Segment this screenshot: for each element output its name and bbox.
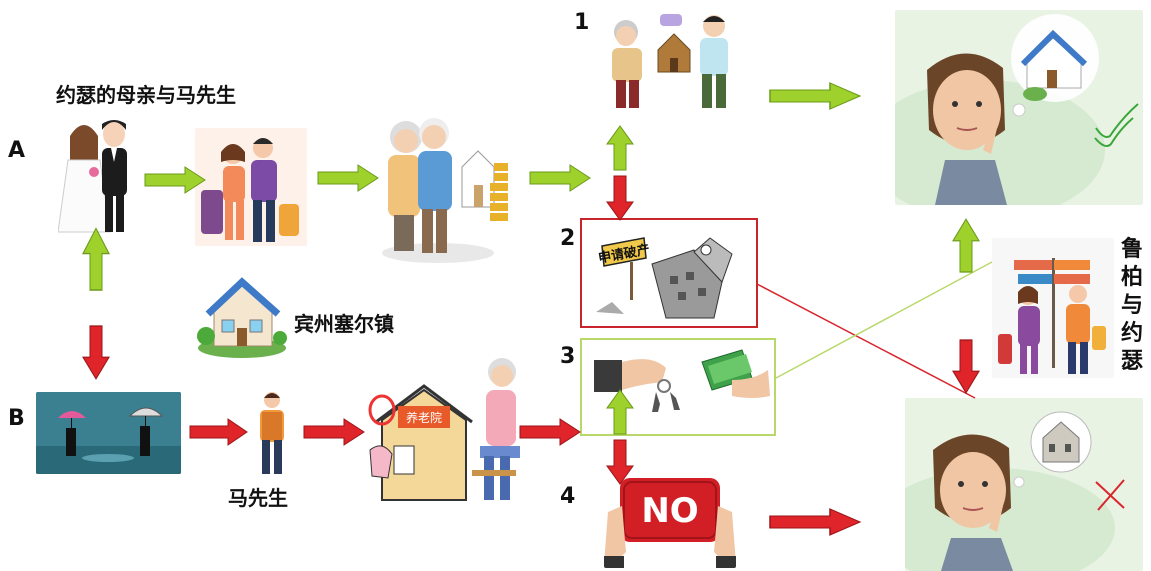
bankruptcy-box: 申请破产: [580, 218, 758, 328]
step-number-4: 4: [560, 484, 576, 509]
thinking-man-happy-illustration: [895, 10, 1143, 205]
arrow-up-to-1: [606, 125, 634, 171]
arrow-right-a3: [529, 164, 591, 192]
arrow-right-to-5: [769, 82, 861, 110]
arrow-right-a2: [317, 164, 379, 192]
wedding-couple-illustration: [58, 110, 138, 235]
rainy-street-illustration: [36, 392, 181, 474]
mister-ma-illustration: [248, 388, 296, 478]
no-sign-illustration: NO: [604, 472, 736, 568]
connector-line-green: [775, 261, 993, 379]
house-sale-illustration: [602, 10, 744, 110]
check-icon: [1095, 103, 1139, 138]
nursing-home-sign: 养老院: [406, 410, 442, 425]
keys-money-box: [580, 338, 776, 436]
step-number-1: 1: [574, 10, 590, 35]
arrow-right-to-6: [769, 508, 861, 536]
arrow-right-b1: [189, 418, 248, 446]
cross-icon: [1095, 479, 1125, 511]
lubo-and-yuese-illustration: [992, 238, 1114, 378]
arrow-down-left: [82, 325, 110, 380]
row-label-b: B: [8, 406, 25, 431]
caption-mother-and-ma: 约瑟的母亲与马先生: [56, 83, 236, 107]
step-number-2: 2: [560, 226, 576, 251]
connector-line-red: [756, 283, 976, 399]
nursing-home-illustration: 养老院: [362, 350, 532, 518]
arrow-down-to-6: [952, 339, 980, 394]
elderly-couple-coins-illustration: [378, 95, 516, 265]
couple-with-luggage-illustration: [195, 128, 307, 246]
step-number-3: 3: [560, 344, 576, 369]
arrow-up-left: [82, 227, 110, 291]
arrow-right-a1: [144, 166, 206, 194]
row-label-a: A: [8, 138, 26, 163]
arrow-up-to-3: [606, 389, 634, 435]
caption-lubo-and-yuese: 鲁柏与约瑟: [1120, 237, 1143, 374]
caption-mister-ma: 马先生: [228, 486, 288, 510]
no-sign-text: NO: [641, 491, 698, 531]
thinking-man-sad-illustration: [905, 398, 1143, 571]
arrow-right-b3: [519, 418, 581, 446]
caption-town: 宾州塞尔镇: [294, 312, 394, 336]
town-house-illustration: [192, 270, 290, 362]
arrow-down-to-2: [606, 175, 634, 221]
arrow-down-to-4: [606, 439, 634, 485]
arrow-up-to-5: [952, 218, 980, 273]
arrow-right-b2: [303, 418, 365, 446]
